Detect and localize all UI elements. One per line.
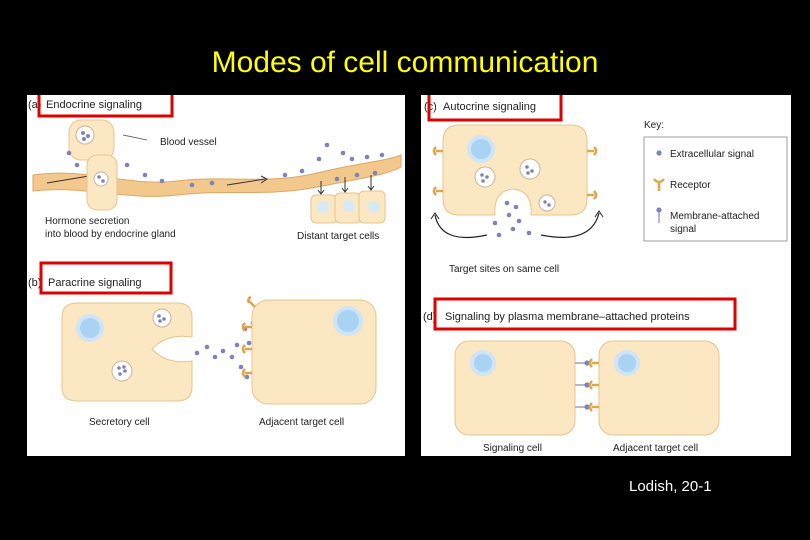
autocrine-vesicle-1 (519, 158, 541, 180)
slide-title: Modes of cell communication (211, 46, 599, 79)
membrane-attached-signal-icon (656, 207, 662, 213)
panel-d-title: Signaling by plasma membrane–attached pr… (445, 311, 690, 323)
distant-target-cells-label: Distant target cells (297, 231, 379, 242)
signaling-cell-label: Signaling cell (483, 443, 542, 454)
autocrine-nucleus (467, 135, 495, 163)
right-figure-panel: (c) Autocrine signaling (421, 89, 791, 456)
extracellular-signal-icon (656, 150, 662, 156)
secretory-cell-label: Secretory cell (89, 417, 150, 428)
autocrine-arrow-right (540, 212, 600, 238)
left-figure-panel: (a) Endocrine signaling (27, 89, 405, 456)
key-item-extracellular: Extracellular signal (670, 149, 754, 160)
flow-arrow-2 (226, 178, 266, 186)
source-credit: Lodish, 20-1 (629, 478, 712, 495)
distant-target-cells (310, 175, 386, 224)
panel-d-highlight-box (433, 297, 737, 331)
secretory-nucleus (76, 314, 104, 342)
key-legend: Key: Extracellular signal Receptor Membr… (643, 120, 788, 242)
autocrine-signals (492, 200, 532, 238)
key-item-membrane-line1: Membrane-attached (670, 211, 760, 222)
autocrine-receptors (432, 146, 598, 200)
panel-b-letter: (b) (28, 277, 41, 289)
paracrine-receptors (241, 295, 256, 378)
blood-vessel-leader (122, 134, 148, 141)
key-item-receptor: Receptor (670, 180, 711, 191)
membrane-attached-section: (d) Signaling by plasma membrane–attache… (423, 297, 737, 454)
vesicle-1 (152, 308, 172, 328)
paracrine-target-nucleus (333, 306, 363, 336)
membrane-attached-proteins (575, 358, 599, 412)
panel-b-title: Paracrine signaling (48, 277, 142, 289)
blood-vessel (32, 154, 402, 197)
hormone-secretion-line1: Hormone secretion (45, 216, 129, 227)
endocrine-section: (a) Endocrine signaling (28, 89, 402, 242)
key-title: Key: (644, 120, 664, 131)
signaling-cell-nucleus (470, 350, 496, 376)
autocrine-section: (c) Autocrine signaling (424, 89, 604, 275)
paracrine-adjacent-label: Adjacent target cell (259, 417, 344, 428)
receptor-icon (653, 178, 665, 191)
endocrine-paracrine-diagram: (a) Endocrine signaling (28, 89, 402, 428)
flow-arrow-2-head (260, 175, 268, 184)
membrane-target-nucleus (614, 350, 640, 376)
autocrine-vesicle-2 (474, 166, 496, 188)
panel-a-title: Endocrine signaling (46, 99, 142, 111)
vesicle-2 (111, 360, 133, 382)
key-box (643, 136, 788, 242)
paracrine-section: (b) Paracrine signaling (28, 261, 377, 428)
panel-d-letter: (d) (423, 311, 436, 323)
autocrine-arrow-left (434, 214, 488, 239)
autocrine-arrow-right-head (594, 210, 604, 218)
autocrine-membrane-diagram: (c) Autocrine signaling (423, 89, 788, 454)
blood-vessel-label: Blood vessel (160, 137, 217, 148)
endocrine-gland (68, 119, 118, 211)
autocrine-vesicle-3 (538, 194, 556, 212)
hormone-secretion-line2: into blood by endocrine gland (45, 229, 176, 240)
autocrine-cell (442, 124, 588, 216)
panel-c-title: Autocrine signaling (443, 101, 536, 113)
panel-b-highlight-box (39, 261, 173, 295)
key-item-membrane-line2: signal (670, 224, 696, 235)
target-sites-label: Target sites on same cell (449, 264, 559, 275)
autocrine-arrow-left-head (430, 212, 440, 220)
hormone-signals (66, 142, 385, 188)
membrane-adjacent-label: Adjacent target cell (613, 443, 698, 454)
